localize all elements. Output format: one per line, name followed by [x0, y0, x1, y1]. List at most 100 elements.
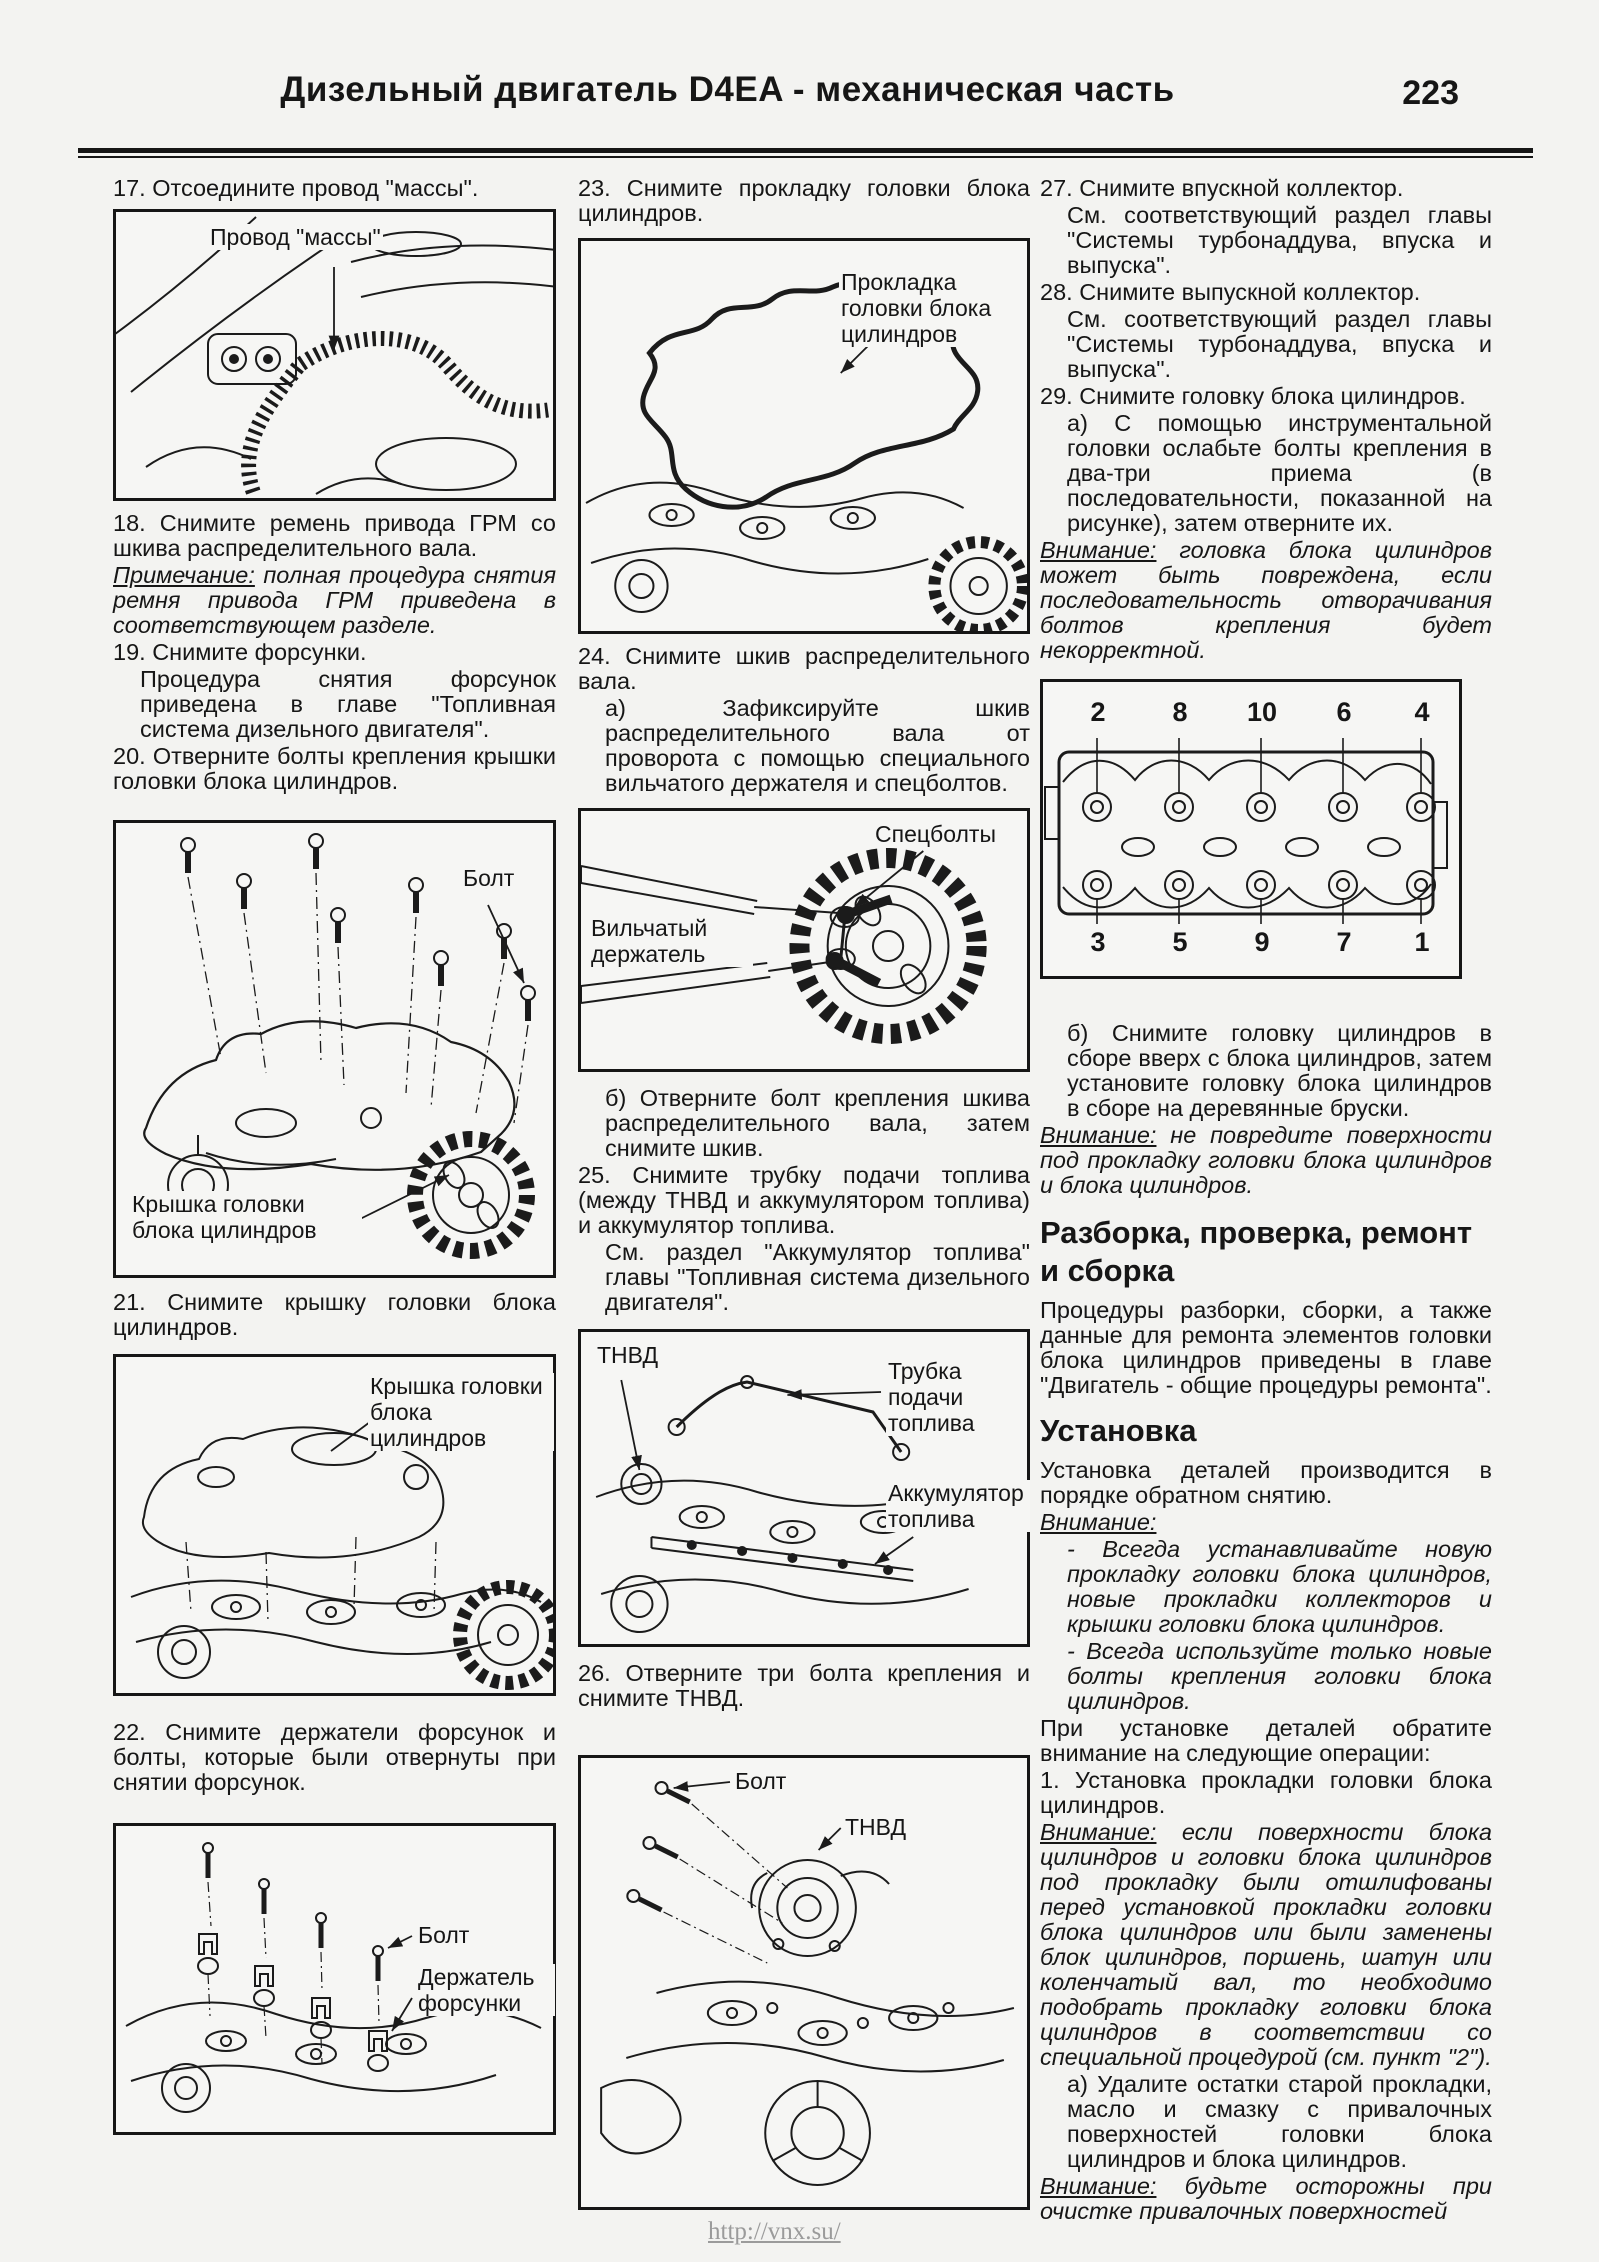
holder-label: Держатель форсунки — [416, 1964, 555, 2016]
injector-holder-icon — [254, 1966, 274, 2038]
cover-bolts-illustration — [116, 823, 553, 1275]
note-18: Примечание: полная процедура снятия ремн… — [113, 563, 556, 638]
bolt-icon — [373, 1946, 383, 2023]
install-op-1a: а) Удалите остатки старой прокладки, мас… — [1067, 2071, 1492, 2172]
step-19: 19. Снимите форсунки. — [113, 639, 367, 665]
note-final-label: Внимание: — [1040, 2173, 1157, 2199]
step-17: 17. Отсоедините провод "массы". — [113, 175, 479, 201]
gasket-label: Прокладка головки блока цилиндров — [839, 269, 1021, 347]
note-op-1-label: Внимание: — [1040, 1819, 1157, 1845]
figure-injector-holders: Болт Держатель форсунки — [113, 1823, 556, 2135]
middle-column: 23. Снимите прокладку головки блока цили… — [578, 176, 1030, 2210]
step-19a: Процедура снятия форсунок приведена в гл… — [140, 666, 556, 742]
note-final-text: будьте осторожны при очистке привалочных… — [1040, 2173, 1492, 2224]
note-18-text: полная процедура снятия ремня привода ГР… — [113, 562, 557, 638]
step-25a: См. раздел "Аккумулятор топлива" главы "… — [605, 1239, 1030, 1315]
bolt-icon — [406, 878, 423, 1093]
step-28: 28. Снимите выпускной коллектор. — [1040, 279, 1421, 305]
bolt-icon — [431, 951, 448, 1108]
injector-holders-illustration — [116, 1826, 553, 2132]
figure-fuel-pipe: ТНВД Трубка подачи топлива Аккумулятор т… — [578, 1329, 1030, 1647]
sequence-number: 2 — [1090, 697, 1106, 727]
injector-holder-icon — [198, 1934, 218, 2016]
cover-remove-label: Крышка головки блока цилиндров — [368, 1373, 554, 1451]
figure-fork-holder: Спецболты Вильчатый держатель — [578, 808, 1030, 1072]
step-25: 25. Снимите трубку подачи топлива (между… — [578, 1162, 1030, 1238]
bolt-icon — [203, 1843, 213, 1926]
fork-label: Вильчатый держатель — [589, 915, 753, 967]
bolt-icon — [181, 838, 221, 1058]
step-27a: См. соответствующий раздел главы "Систем… — [1067, 202, 1492, 278]
note-29: Внимание: головка блока цилиндров может … — [1040, 538, 1492, 663]
section-heading-install: Установка — [1040, 1413, 1197, 1448]
step-24a: а) Зафиксируйте шкив распределительного … — [605, 695, 1030, 796]
bolt-icon — [259, 1879, 269, 1958]
pump-bolt-label: Болт — [733, 1768, 789, 1794]
bolt-icon — [331, 908, 345, 1085]
pump-label: ТНВД — [595, 1342, 661, 1368]
bolt-icon — [643, 1837, 782, 1923]
sequence-number: 3 — [1090, 927, 1106, 957]
step-26: 26. Отверните три болта крепления и сним… — [578, 1660, 1030, 1711]
note-install-label: Внимание: — [1040, 1509, 1157, 1535]
bolt-icon — [656, 1782, 788, 1888]
note-install: Внимание: — [1040, 1510, 1492, 1535]
ground-wire-label: Провод "массы" — [208, 224, 383, 250]
install-ops: При установке деталей обратите внимание … — [1040, 1715, 1492, 1766]
bolt-icon — [476, 924, 511, 1113]
step-18: 18. Снимите ремень привода ГРМ со шкива … — [113, 510, 556, 561]
note-29-label: Внимание: — [1040, 537, 1157, 563]
sequence-number: 7 — [1336, 927, 1352, 957]
cover-label: Крышка головки блока цилиндров — [130, 1191, 362, 1243]
note-29b-text: не повредите поверхности под прокладку г… — [1040, 1122, 1492, 1198]
sequence-number: 5 — [1172, 927, 1188, 957]
step-22: 22. Снимите держатели форсунок и болты, … — [113, 1719, 556, 1795]
step-28a: См. соответствующий раздел главы "Систем… — [1067, 306, 1492, 382]
holder-bolt-label: Болт — [416, 1922, 472, 1948]
sequence-number: 10 — [1246, 697, 1278, 727]
pump-remove-illustration — [581, 1758, 1027, 2207]
left-column: 17. Отсоедините провод "массы". — [113, 176, 556, 2135]
step-20: 20. Отверните болты крепления крышки гол… — [113, 743, 556, 794]
rail-label: Аккумулятор топлива — [886, 1480, 1030, 1532]
note-op-1: Внимание: если поверхности блока цилиндр… — [1040, 1820, 1492, 2070]
step-21: 21. Снимите крышку головки блока цилиндр… — [113, 1289, 556, 1340]
disassembly-text: Процедуры разборки, сборки, а также данн… — [1040, 1297, 1492, 1398]
page-title: Дизельный двигатель D4EA - механическая … — [280, 70, 1175, 109]
bolt-sequence-illustration — [1043, 682, 1459, 976]
step-23: 23. Снимите прокладку головки блока цили… — [578, 175, 1030, 226]
sequence-number: 1 — [1414, 927, 1430, 957]
install-dash-2: - Всегда используйте только новые болты … — [1067, 1638, 1492, 1714]
sequence-number: 4 — [1414, 697, 1430, 727]
right-column: 27. Снимите впускной коллектор. См. соот… — [1040, 176, 1492, 2226]
pipe-label: Трубка подачи топлива — [886, 1358, 1022, 1436]
cover-remove-illustration — [116, 1357, 553, 1693]
install-dash-1: - Всегда устанавливайте новую прокладку … — [1067, 1536, 1492, 1637]
figure-gasket: Прокладка головки блока цилиндров — [578, 238, 1030, 634]
bolt-icon — [309, 834, 323, 1063]
fuel-pipe-illustration — [581, 1332, 1027, 1644]
step-29b: б) Снимите головку цилиндров в сборе вве… — [1067, 1020, 1492, 1121]
bolt-icon — [627, 1890, 767, 1963]
sequence-number: 9 — [1254, 927, 1270, 957]
page-number: 223 — [1402, 74, 1459, 112]
figure-cover-remove: Крышка головки блока цилиндров — [113, 1354, 556, 1696]
step-27: 27. Снимите впускной коллектор. — [1040, 175, 1404, 201]
note-29b: Внимание: не повредите поверхности под п… — [1040, 1123, 1492, 1198]
bolt-icon — [237, 874, 266, 1073]
figure-bolt-sequence: 2 8 10 6 4 3 5 9 7 1 — [1040, 679, 1462, 979]
sequence-number: 6 — [1336, 697, 1352, 727]
install-op-1: 1. Установка прокладки головки блока цил… — [1040, 1767, 1492, 1818]
figure-cover-bolts: Болт Крышка головки блока цилиндров — [113, 820, 556, 1278]
figure-ground-wire: Провод "массы" — [113, 209, 556, 501]
cover-bolt-label: Болт — [461, 865, 517, 891]
spec-bolts-label: Спецболты — [873, 821, 998, 847]
step-29: 29. Снимите головку блока цилиндров. — [1040, 383, 1466, 409]
bolt-icon — [514, 986, 535, 1123]
note-final: Внимание: будьте осторожны при очистке п… — [1040, 2174, 1492, 2224]
step-24: 24. Снимите шкив распределительного вала… — [578, 643, 1030, 694]
section-heading-disassembly: Разборка, проверка, ремонт и сборка — [1040, 1215, 1473, 1288]
note-18-label: Примечание: — [113, 562, 255, 588]
injector-holder-icon — [368, 2031, 388, 2071]
